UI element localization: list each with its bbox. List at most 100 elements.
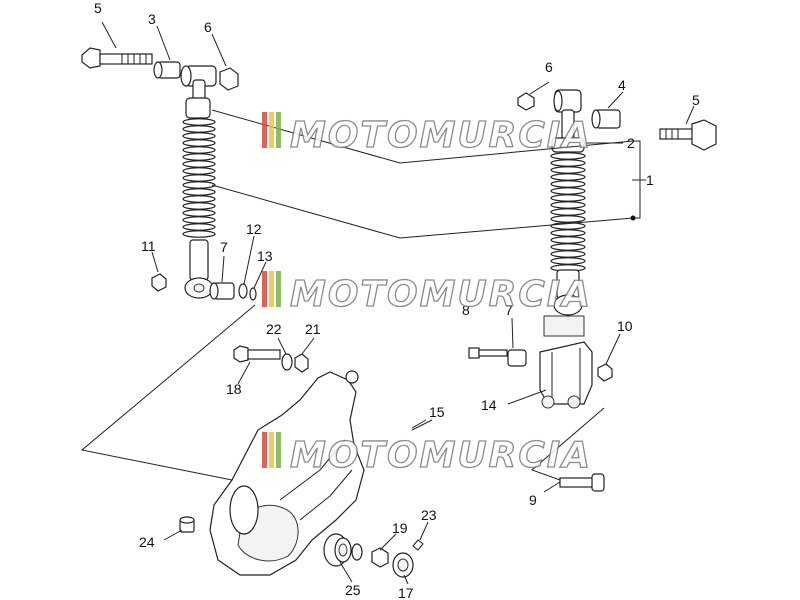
bolt-upper-left (81, 47, 153, 69)
spring-coil (182, 153, 216, 161)
bushing-upper-right (553, 89, 582, 113)
watermark-stripe-red (262, 432, 267, 468)
spring-coil (550, 173, 586, 181)
nut-10 (597, 363, 613, 382)
washer-13 (249, 287, 257, 301)
spring-coil (182, 209, 216, 217)
watermark-stripe-red (262, 271, 267, 307)
spring-coil (182, 125, 216, 133)
callout-18: 18 (226, 381, 242, 397)
callout-6-right: 6 (545, 59, 553, 75)
spring-coil (182, 188, 216, 196)
callout-11: 11 (141, 238, 156, 254)
spring-coil (550, 229, 586, 237)
spring-coil (182, 195, 216, 203)
watermark-stripe-green (276, 271, 281, 307)
spring-coil (550, 166, 586, 174)
watermark-text: MOTOMURCIA (290, 274, 592, 315)
bolt-upper-right (659, 119, 717, 151)
callout-21: 21 (305, 321, 321, 337)
spring-coil (550, 257, 586, 265)
spring-coil (550, 208, 586, 216)
callout-12: 12 (246, 221, 262, 237)
spring-coil (182, 230, 216, 238)
spring-coil (550, 159, 586, 167)
callout-25: 25 (345, 582, 361, 598)
callout-14: 14 (481, 397, 497, 413)
spring-coil (182, 132, 216, 140)
callout-7-right: 7 (505, 302, 513, 318)
callout-24: 24 (139, 534, 155, 550)
spring-coil (550, 187, 586, 195)
leader-lines (80, 109, 646, 481)
watermark-stripe-green (276, 112, 281, 148)
callout-leaders (101, 21, 695, 585)
left-shock-absorber (81, 47, 257, 301)
spring-coil (182, 160, 216, 168)
watermark-1: MOTOMURCIA (262, 112, 592, 157)
spring-coil (182, 146, 216, 154)
callout-6-left: 6 (204, 19, 212, 35)
callout-13: 13 (257, 248, 273, 264)
watermark-stripe-red (262, 112, 267, 148)
spring-coil (550, 201, 586, 209)
spring-coil (182, 223, 216, 231)
lower-bushing-left (209, 282, 235, 300)
watermark-2: MOTOMURCIA (262, 271, 592, 316)
callout-8: 8 (462, 302, 470, 318)
watermark-stripe-green (276, 432, 281, 468)
callout-5-right: 5 (692, 92, 700, 108)
spring-coil (550, 180, 586, 188)
nut-19 (371, 547, 389, 568)
spacer-upper-right (591, 109, 621, 129)
callout-17: 17 (398, 585, 414, 600)
watermark-stripe-yellow (269, 432, 274, 468)
watermark-stripe-yellow (269, 271, 274, 307)
callout-9: 9 (529, 492, 537, 508)
clip-23 (412, 539, 424, 551)
watermark-text: MOTOMURCIA (290, 115, 592, 156)
callout-23: 23 (421, 507, 437, 523)
spring-coil (182, 181, 216, 189)
callout-1: 1 (646, 172, 654, 188)
callout-22: 22 (266, 321, 282, 337)
callout-5-left: 5 (94, 0, 102, 16)
plug-24 (179, 516, 195, 533)
washer-19 (351, 543, 363, 561)
callout-labels: 1 2 3 4 5 5 6 6 7 7 8 9 10 11 12 13 14 1… (94, 0, 700, 600)
spring-coil (550, 194, 586, 202)
right-shock-body (550, 109, 586, 316)
spring-coil (550, 243, 586, 251)
callout-3: 3 (148, 11, 156, 27)
spring-coil (550, 250, 586, 258)
spring-coil (182, 167, 216, 175)
gear-17 (392, 552, 414, 578)
nut-21 (294, 353, 309, 373)
swing-arm-housing (209, 370, 365, 576)
spring-coil (550, 236, 586, 244)
spring-coil (182, 139, 216, 147)
spring-coil (182, 118, 216, 126)
watermark-text: MOTOMURCIA (290, 435, 592, 476)
washer-12 (238, 283, 248, 299)
callout-7-left: 7 (220, 239, 228, 255)
watermark-stripe-yellow (269, 112, 274, 148)
bolt-8 (468, 347, 527, 367)
callout-2: 2 (627, 135, 635, 151)
washer-22 (281, 353, 293, 371)
mount-bracket-14 (539, 315, 593, 409)
spring-coil (550, 215, 586, 223)
callout-15: 15 (429, 404, 445, 420)
bolt-18 (233, 345, 281, 363)
left-shock-body (182, 79, 216, 299)
callout-4: 4 (618, 77, 626, 93)
spacer-upper-left (153, 61, 181, 79)
bolt-9 (559, 473, 605, 492)
watermark-3: MOTOMURCIA (262, 432, 592, 477)
right-shock-absorber (468, 89, 717, 409)
spring-coil (182, 216, 216, 224)
nut-upper-right (517, 92, 535, 111)
nut-11 (151, 273, 167, 292)
spring-coil (182, 202, 216, 210)
